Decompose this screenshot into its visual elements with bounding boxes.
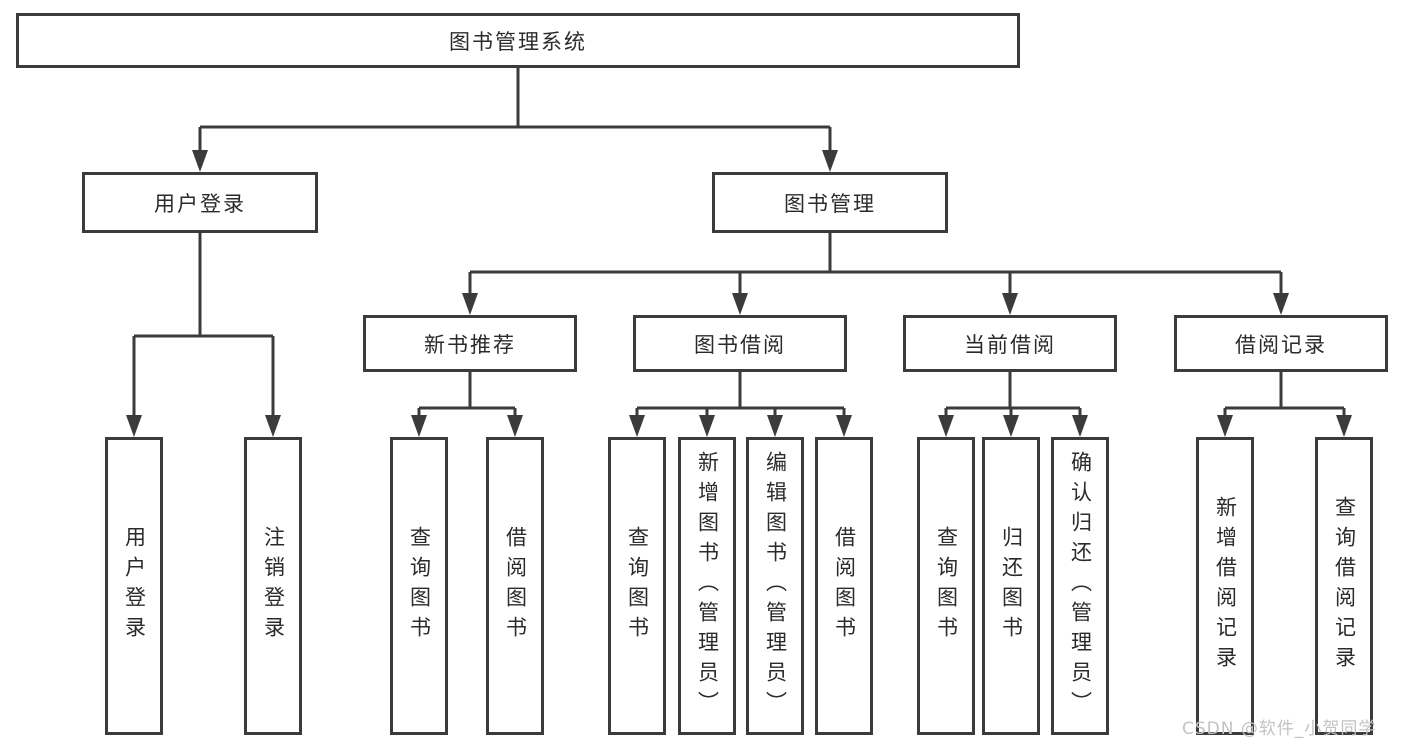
node-label: 当前借阅 [964, 332, 1056, 357]
node-label: 图书借阅 [694, 332, 786, 357]
node-label: 借阅记录 [1235, 332, 1327, 357]
connector-user-login [132, 233, 275, 421]
connector-book-borrow [635, 372, 846, 421]
connector-book-mgmt [468, 233, 1283, 299]
node-library-management-system: 图书管理系统 [16, 13, 1020, 68]
node-label: 借阅图书 [503, 526, 528, 646]
connector-root [198, 68, 832, 156]
connector-new-book [417, 372, 517, 421]
node-leaf-edit-books-admin: 编辑图书（管理员） [746, 437, 804, 735]
node-leaf-borrow-books-1: 借阅图书 [486, 437, 544, 735]
node-label: 图书管理系统 [449, 29, 587, 54]
node-label: 新增借阅记录 [1213, 496, 1238, 676]
node-label: 图书管理 [784, 191, 876, 216]
csdn-watermark: CSDN @软件_小贺同学 [1182, 719, 1377, 739]
node-book-management: 图书管理 [712, 172, 948, 233]
node-leaf-logout: 注销登录 [244, 437, 302, 735]
node-label: 新增图书（管理员） [695, 451, 720, 721]
node-leaf-query-books-2: 查询图书 [608, 437, 666, 735]
node-book-borrowing: 图书借阅 [633, 315, 847, 372]
node-label: 借阅图书 [832, 526, 857, 646]
node-leaf-add-books-admin: 新增图书（管理员） [678, 437, 736, 735]
node-current-borrowing: 当前借阅 [903, 315, 1117, 372]
arrowheads [126, 150, 1352, 437]
node-user-login: 用户登录 [82, 172, 318, 233]
node-label: 查询图书 [407, 526, 432, 646]
connector-borrow-record [1223, 372, 1346, 421]
node-leaf-return-books: 归还图书 [982, 437, 1040, 735]
node-leaf-add-borrow-record: 新增借阅记录 [1196, 437, 1254, 735]
node-leaf-user-login: 用户登录 [105, 437, 163, 735]
node-label: 归还图书 [999, 526, 1024, 646]
node-label: 新书推荐 [424, 332, 516, 357]
node-label: 查询图书 [934, 526, 959, 646]
node-borrowing-records: 借阅记录 [1174, 315, 1388, 372]
node-label: 用户登录 [122, 526, 147, 646]
node-label: 注销登录 [261, 526, 286, 646]
node-label: 确认归还（管理员） [1068, 451, 1093, 721]
node-new-book-recommend: 新书推荐 [363, 315, 577, 372]
node-leaf-borrow-books-2: 借阅图书 [815, 437, 873, 735]
node-label: 查询借阅记录 [1332, 496, 1357, 676]
node-label: 编辑图书（管理员） [763, 451, 788, 721]
node-label: 查询图书 [625, 526, 650, 646]
connector-current-borrow [944, 372, 1082, 421]
node-label: 用户登录 [154, 191, 246, 216]
node-leaf-query-books-3: 查询图书 [917, 437, 975, 735]
node-leaf-confirm-return-admin: 确认归还（管理员） [1051, 437, 1109, 735]
node-leaf-query-borrow-record: 查询借阅记录 [1315, 437, 1373, 735]
node-leaf-query-books-1: 查询图书 [390, 437, 448, 735]
